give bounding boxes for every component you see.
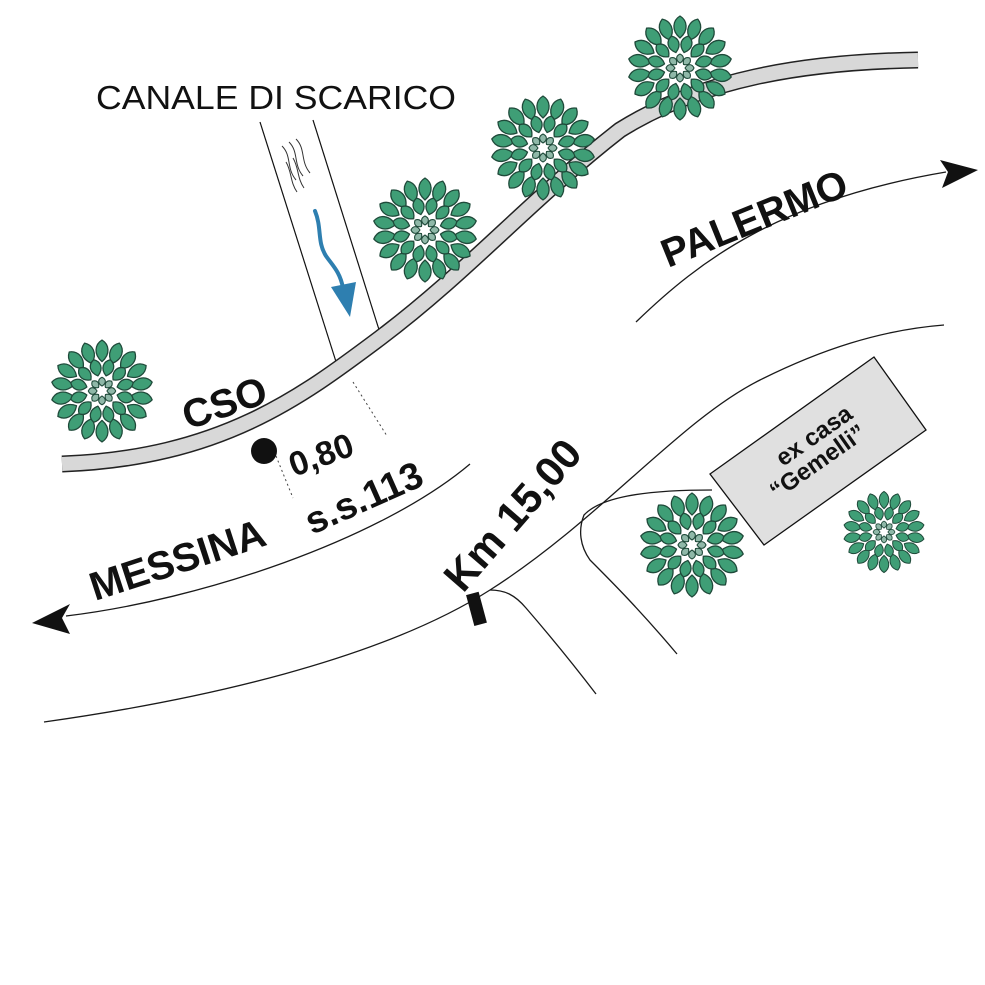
km-post [466,591,487,627]
palermo-arrow-icon [940,160,978,188]
road-outlines [43,171,947,723]
distance-guides [275,381,388,499]
tree-icon [628,15,732,121]
location-dot-icon [251,438,277,464]
canal-label: CANALE DI SCARICO [96,79,456,116]
tree-icon [491,95,595,201]
tree-icon [373,177,477,283]
tree-icon [640,492,744,598]
water-ripple-icon [281,138,311,193]
water-flow-arrow-icon [313,209,356,317]
palermo-label: PALERMO [655,162,854,277]
upper-avenue [61,51,919,473]
messina-arrow-icon [32,604,70,634]
canal [259,119,382,369]
distance-label: 0,80 [284,426,359,484]
tree-icon [843,490,925,574]
tree-icon [51,339,153,443]
